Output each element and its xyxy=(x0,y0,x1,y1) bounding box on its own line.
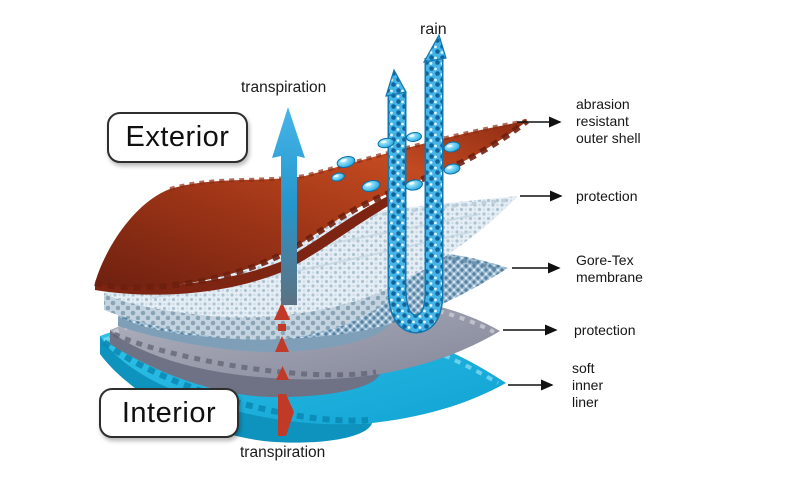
transpiration-interior-arrow-icon xyxy=(274,302,294,436)
transpiration-top-label: transpiration xyxy=(241,79,327,96)
transpiration-up-arrow-icon xyxy=(272,107,305,305)
callout-goretex-membrane: Gore-Tex membrane xyxy=(576,252,643,285)
callout-outer-shell: abrasion resistant outer shell xyxy=(576,96,641,146)
rain-droplets xyxy=(331,132,461,192)
callout-inner-liner: soft inner liner xyxy=(572,360,604,410)
callout-protection-upper: protection xyxy=(576,188,638,204)
outer-shell-layer xyxy=(94,118,529,295)
exterior-badge: Exterior xyxy=(107,112,248,163)
rain-label: rain xyxy=(420,21,447,38)
transpiration-bottom-label: transpiration xyxy=(240,444,326,461)
rain-bounce-arrow xyxy=(385,33,447,334)
callout-protection-lower: protection xyxy=(574,322,636,338)
interior-badge: Interior xyxy=(99,388,239,438)
callout-arrows xyxy=(503,116,563,391)
